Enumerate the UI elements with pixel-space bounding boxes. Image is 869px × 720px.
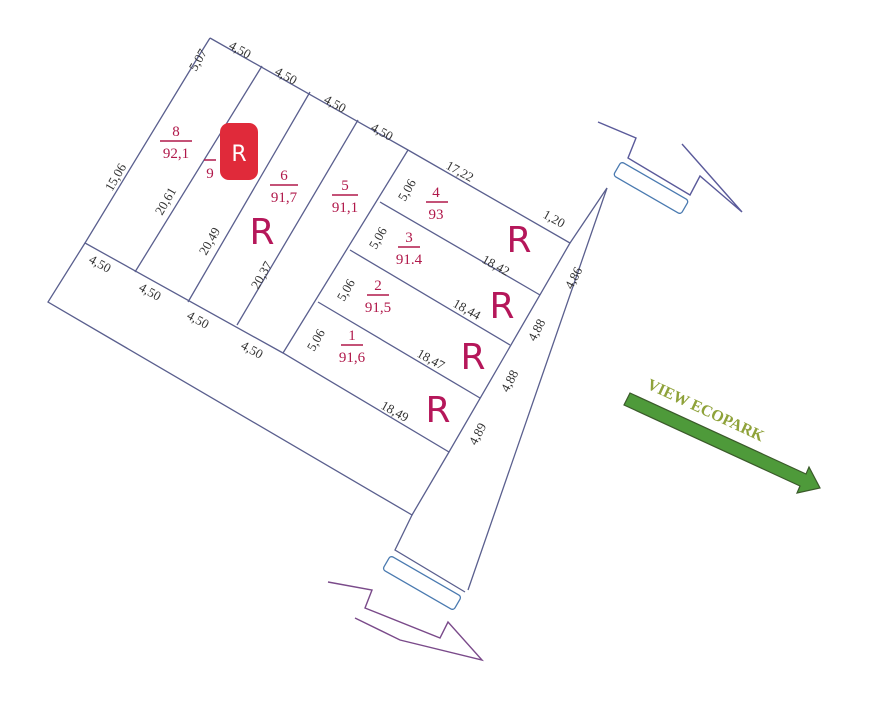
lot-area: 91,7: [271, 190, 298, 206]
road-left-edge: [411, 451, 450, 516]
dim-label: 20,37: [248, 258, 276, 291]
badge-label: R: [231, 142, 246, 167]
lot-1[interactable]: 1 91,6: [339, 328, 366, 366]
dim-label: 4,50: [227, 38, 254, 62]
lot-5[interactable]: 5 91,1: [332, 178, 358, 216]
lot-area: 93: [429, 207, 444, 223]
roads: [47, 121, 743, 662]
reserved-marks: R R R R R: [249, 212, 531, 431]
dim-label: 4,86: [561, 264, 585, 292]
lot-number: 4: [432, 185, 440, 201]
dim-label: 17,22: [444, 158, 477, 185]
arrow-up-icon: [597, 121, 743, 213]
dim-label: 18,49: [379, 398, 412, 425]
arrow-down-icon: [327, 581, 485, 662]
lot-area: 91.4: [396, 252, 423, 268]
divider-2-1: [317, 301, 481, 399]
divider-3-2: [349, 249, 511, 346]
lot-3[interactable]: 3 91.4: [396, 230, 423, 268]
lot-6[interactable]: 6 91,7: [270, 168, 298, 206]
lot-8[interactable]: 8 92,1: [160, 124, 192, 162]
lot-number: 6: [280, 168, 288, 184]
dim-label: 4,88: [497, 367, 521, 394]
lot-7[interactable]: 9: [204, 159, 216, 182]
lot-area: 91,1: [332, 200, 358, 216]
reserved-mark: R: [249, 212, 274, 253]
lot-number: 3: [405, 230, 413, 246]
lot-labels: 8 92,1 9 6 91,7 5 91,1 4 93 3 91.4: [160, 124, 448, 366]
arrow-right-icon: [623, 392, 821, 494]
lot-2[interactable]: 2 91,5: [365, 278, 391, 316]
lot-number: 2: [374, 278, 382, 294]
lot-4[interactable]: 4 93: [426, 185, 448, 223]
lot-number: 1: [348, 328, 356, 344]
dim-label: 4,50: [137, 280, 164, 304]
road-right-edge: [467, 187, 608, 591]
dim-label: 1,20: [541, 207, 568, 231]
lot-area: 91,6: [339, 350, 366, 366]
dim-label: 4,88: [524, 316, 548, 343]
dim-label: 4,50: [273, 64, 300, 88]
dim-label: 20,61: [152, 185, 180, 218]
dim-label: 4,89: [465, 420, 489, 447]
dim-label: 4,50: [87, 252, 114, 276]
road-top-link: [569, 187, 608, 244]
dim-label: 5,06: [395, 176, 420, 204]
view-ecopark-indicator: VIEW ECOPARK: [623, 376, 821, 494]
dim-label: 5,06: [304, 326, 329, 354]
reserved-mark: R: [489, 286, 514, 327]
divider-6-5: [236, 119, 359, 326]
divider-4-3: [379, 201, 541, 296]
divider-8-7: [134, 65, 263, 273]
lot-area: 9: [206, 166, 214, 182]
lot-number: 8: [172, 124, 180, 140]
lot-boundaries: [84, 37, 571, 453]
lot-number: 5: [341, 178, 349, 194]
dim-label: 20,49: [196, 225, 224, 258]
dim-label: 4,50: [322, 92, 349, 116]
lots-outline: [84, 37, 571, 453]
reserved-mark: R: [425, 390, 450, 431]
dim-label: 5,07: [186, 46, 211, 74]
lot-area: 91,5: [365, 300, 391, 316]
dim-label: 5,06: [366, 224, 391, 252]
dim-label: 5,06: [334, 276, 359, 304]
divider-7-6: [187, 91, 311, 303]
divider-5-4: [282, 149, 409, 354]
lot-area: 92,1: [163, 146, 189, 162]
road-marker-bottom: [382, 556, 462, 610]
reserved-mark: R: [506, 220, 531, 261]
reserved-mark: R: [460, 337, 485, 378]
road-marker-top: [613, 162, 689, 214]
reserved-badge[interactable]: R: [220, 123, 258, 180]
